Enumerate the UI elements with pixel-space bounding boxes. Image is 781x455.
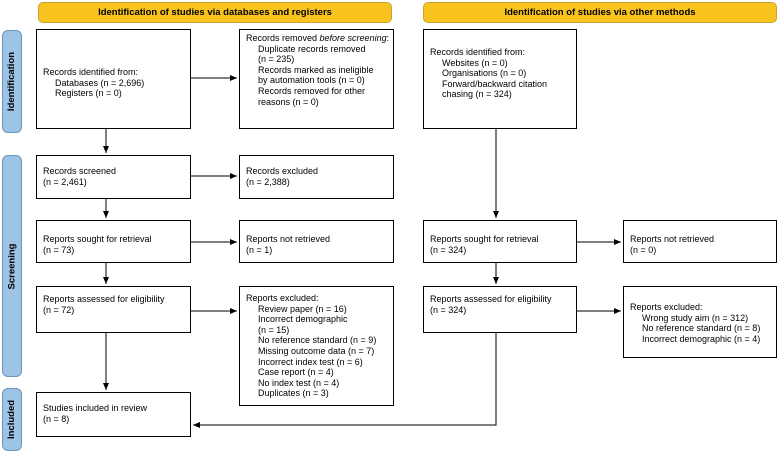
box-other-reports-excluded: Reports excluded: Wrong study aim (n = 3…: [623, 286, 777, 358]
box-other-reports-sought: Reports sought for retrieval (n = 324): [423, 220, 577, 263]
other-records-identified-item: Websites (n = 0): [442, 57, 508, 68]
arrow-other-assessed-to-included: [193, 333, 497, 428]
reports-excluded-item: Incorrect index test (n = 6): [258, 356, 363, 367]
box-records-screened: Records screened (n = 2,461): [36, 155, 191, 199]
other-reports-not-retrieved-title: Reports not retrieved: [630, 234, 715, 244]
box-reports-assessed: Reports assessed for eligibility (n = 72…: [36, 286, 191, 333]
header-other-methods: Identification of studies via other meth…: [423, 2, 777, 23]
records-screened-title: Records screened: [43, 166, 117, 176]
box-reports-excluded: Reports excluded: Review paper (n = 16) …: [239, 286, 394, 406]
records-removed-item: Records marked as ineligible: [258, 64, 374, 75]
records-screened-count: (n = 2,461): [43, 176, 87, 187]
other-reports-excluded-item: Wrong study aim (n = 312): [642, 312, 749, 323]
records-identified-databases: Databases (n = 2,696): [55, 77, 145, 88]
other-records-identified-item: chasing (n = 324): [442, 89, 512, 100]
records-excluded-count: (n = 2,388): [246, 176, 290, 187]
records-removed-title-prefix: Records removed: [246, 33, 320, 43]
box-reports-not-retrieved: Reports not retrieved (n = 1): [239, 220, 394, 263]
box-other-reports-not-retrieved: Reports not retrieved (n = 0): [623, 220, 777, 263]
records-removed-title-suffix: :: [386, 33, 390, 43]
reports-not-retrieved-title: Reports not retrieved: [246, 234, 331, 244]
reports-excluded-item: Review paper (n = 16): [258, 303, 347, 314]
records-removed-item: Duplicate records removed: [258, 43, 366, 54]
records-removed-item: by automation tools (n = 0): [258, 75, 365, 86]
box-records-excluded: Records excluded (n = 2,388): [239, 155, 394, 199]
phase-screening: Screening: [2, 155, 22, 377]
reports-excluded-item: No reference standard (n = 9): [258, 335, 377, 346]
reports-excluded-item: Duplicates (n = 3): [258, 388, 329, 399]
box-records-identified: Records identified from: Databases (n = …: [36, 29, 191, 129]
records-identified-registers: Registers (n = 0): [55, 88, 122, 99]
reports-excluded-item: Case report (n = 4): [258, 367, 334, 378]
other-reports-not-retrieved-count: (n = 0): [630, 244, 657, 255]
studies-included-count: (n = 8): [43, 413, 70, 424]
other-records-identified-item: Organisations (n = 0): [442, 68, 527, 79]
other-records-identified-title: Records identified from:: [430, 47, 526, 57]
box-records-removed: Records removed before screening: Duplic…: [239, 29, 394, 129]
reports-excluded-item: Missing outcome data (n = 7): [258, 345, 375, 356]
other-reports-sought-title: Reports sought for retrieval: [430, 234, 539, 244]
records-removed-item: (n = 235): [258, 54, 295, 65]
reports-assessed-title: Reports assessed for eligibility: [43, 294, 165, 304]
records-identified-title: Records identified from:: [43, 67, 139, 77]
reports-excluded-item: (n = 15): [258, 324, 290, 335]
studies-included-title: Studies included in review: [43, 403, 148, 413]
reports-excluded-item: Incorrect demographic: [258, 314, 348, 325]
other-reports-assessed-title: Reports assessed for eligibility: [430, 294, 552, 304]
other-reports-excluded-item: No reference standard (n = 8): [642, 323, 761, 334]
other-reports-excluded-title: Reports excluded:: [630, 302, 703, 312]
records-removed-item: reasons (n = 0): [258, 96, 319, 107]
phase-included: Included: [2, 388, 22, 451]
records-removed-item: Records removed for other: [258, 85, 366, 96]
box-reports-sought: Reports sought for retrieval (n = 73): [36, 220, 191, 263]
box-other-records-identified: Records identified from: Websites (n = 0…: [423, 29, 577, 129]
box-other-reports-assessed: Reports assessed for eligibility (n = 32…: [423, 286, 577, 333]
reports-assessed-count: (n = 72): [43, 304, 75, 315]
other-reports-excluded-item: Incorrect demographic (n = 4): [642, 333, 761, 344]
other-reports-sought-count: (n = 324): [430, 244, 467, 255]
reports-not-retrieved-count: (n = 1): [246, 244, 273, 255]
reports-excluded-item: No index test (n = 4): [258, 377, 340, 388]
other-records-identified-item: Forward/backward citation: [442, 78, 548, 89]
records-excluded-title: Records excluded: [246, 166, 319, 176]
records-removed-title: Records removed before screening:: [246, 33, 390, 44]
reports-sought-title: Reports sought for retrieval: [43, 234, 152, 244]
reports-excluded-title: Reports excluded:: [246, 293, 319, 303]
other-reports-assessed-count: (n = 324): [430, 304, 467, 315]
records-removed-title-em: before screening: [319, 33, 387, 43]
header-databases-registers: Identification of studies via databases …: [38, 2, 392, 23]
phase-identification: Identification: [2, 30, 22, 133]
reports-sought-count: (n = 73): [43, 244, 75, 255]
box-studies-included: Studies included in review (n = 8): [36, 392, 191, 437]
